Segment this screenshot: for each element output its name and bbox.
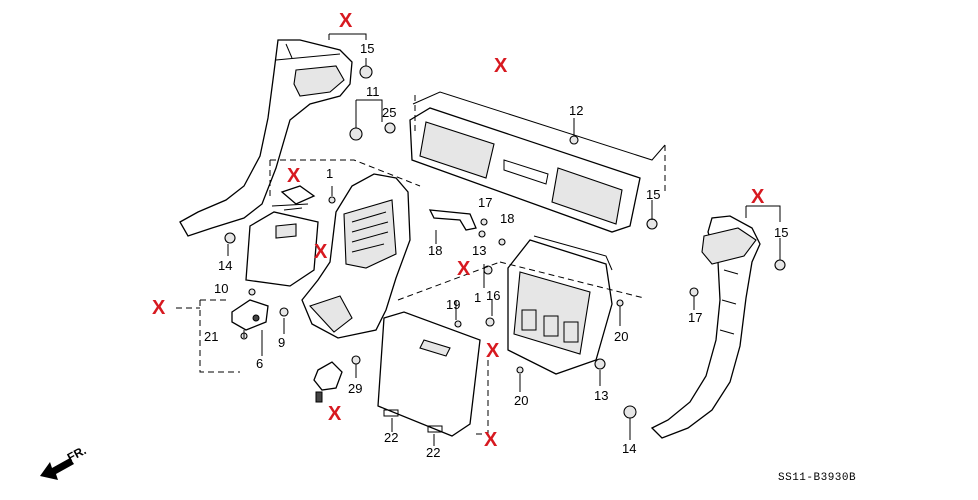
storage-lid — [377, 311, 481, 437]
part-number-label: 6 — [256, 356, 263, 371]
part-number-label: 22 — [426, 445, 440, 460]
part-number-label: 15 — [360, 41, 374, 56]
part-number-label: 1 — [326, 166, 333, 181]
part-number-labels: 15 11 25 12 15 15 17 18 13 1 20 16 19 17… — [204, 41, 788, 460]
part-number-label: 11 — [366, 84, 380, 99]
part-number-label: 10 — [214, 281, 228, 296]
part-number-label: 14 — [218, 258, 232, 273]
removed-marker: X — [314, 241, 328, 263]
grab-handle — [428, 209, 477, 231]
part-number-label: 14 — [622, 441, 636, 456]
part-number-label: 12 — [569, 103, 583, 118]
removed-marker: X — [328, 403, 342, 425]
diagram-code: SS11-B3930B — [778, 472, 856, 484]
bracket — [231, 299, 269, 331]
part-number-label: 25 — [382, 105, 396, 120]
removed-marker: X — [486, 340, 500, 362]
removed-marker: X — [287, 165, 301, 187]
removed-marker: X — [494, 55, 508, 77]
part-number-label: 9 — [278, 335, 285, 350]
part-number-label: 13 — [594, 388, 608, 403]
removed-part-markers: X X X X X X X X X X — [152, 10, 765, 451]
right-pillar-trim — [650, 215, 761, 439]
part-number-label: 20 — [614, 329, 628, 344]
removed-marker: X — [484, 429, 498, 451]
part-number-label: 15 — [774, 225, 788, 240]
center-console — [301, 173, 411, 339]
console-bin — [507, 235, 613, 375]
lock-cylinder — [313, 361, 343, 403]
rear-shelf-panel — [409, 91, 666, 233]
removed-marker: X — [339, 10, 353, 32]
part-number-label: 1 — [474, 290, 481, 305]
removed-marker: X — [751, 186, 765, 208]
part-number-label: 20 — [514, 393, 528, 408]
upper-clip — [271, 185, 316, 211]
part-number-label: 15 — [646, 187, 660, 202]
fasteners — [224, 65, 786, 419]
part-number-label: 21 — [204, 329, 218, 344]
part-number-label: 22 — [384, 430, 398, 445]
trim-panel — [245, 211, 319, 287]
part-number-label: 18 — [428, 243, 442, 258]
part-number-label: 17 — [478, 195, 492, 210]
leader-lines — [176, 33, 781, 446]
removed-marker: X — [152, 297, 166, 319]
removed-marker: X — [457, 258, 471, 280]
part-number-label: 16 — [486, 288, 500, 303]
front-direction-arrow: FR. — [40, 443, 88, 480]
part-number-label: 18 — [500, 211, 514, 226]
left-pillar-trim — [179, 39, 353, 237]
part-number-label: 13 — [472, 243, 486, 258]
part-number-label: 17 — [688, 310, 702, 325]
part-number-label: 29 — [348, 381, 362, 396]
part-number-label: 19 — [446, 297, 460, 312]
